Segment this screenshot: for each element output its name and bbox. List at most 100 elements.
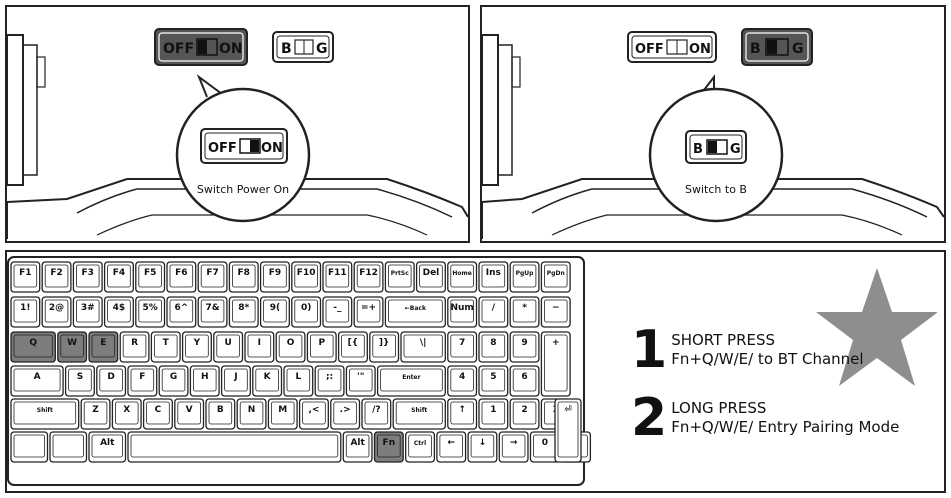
key-label: O [287, 338, 295, 348]
key-label: ↓ [479, 438, 487, 448]
key-row4-9-inset [317, 368, 342, 392]
key-row3-2 [88, 331, 119, 363]
key-label: + [552, 338, 560, 348]
key-row4-10 [345, 365, 376, 397]
key-row5-9-inset [333, 401, 357, 425]
key-row1-5 [166, 261, 197, 293]
key-row3-0-inset [13, 334, 53, 358]
key-row5-1-inset [83, 401, 108, 425]
key-row6-8-inset [470, 434, 495, 458]
key-row2-4-inset [138, 299, 162, 323]
key-row4-2 [96, 365, 127, 397]
key-label: -_ [333, 303, 342, 313]
key-row5-11 [392, 398, 446, 430]
key-row3-9 [306, 331, 337, 363]
key-row2-12-inset [387, 299, 443, 323]
key-label: F11 [328, 268, 347, 278]
key-row2-8 [259, 296, 290, 328]
key-row1-6 [197, 261, 228, 293]
key-label: P [318, 338, 325, 348]
key-row4-14-inset [512, 368, 537, 392]
key-row3-1 [57, 331, 88, 363]
key-row6-5-inset [377, 434, 401, 458]
key-label: F9 [269, 268, 281, 278]
key-row1-7 [228, 261, 259, 293]
key-label: Enter [402, 374, 420, 381]
key-row3-9-inset [309, 334, 334, 358]
key-row6-6 [405, 431, 436, 463]
key-row6-0 [10, 431, 49, 463]
key-label: M [278, 405, 287, 415]
key-row6-3-inset [130, 434, 339, 458]
key-label: R [131, 338, 138, 348]
svg-text:B: B [750, 41, 761, 57]
step-description: Fn+Q/W/E/ Entry Pairing Mode [671, 418, 900, 436]
svg-text:ON: ON [689, 42, 711, 57]
key-row4-10-inset [348, 368, 373, 392]
key-label: 4 [459, 372, 465, 382]
key-row1-12 [384, 261, 415, 293]
key-row2-12 [384, 296, 446, 328]
key-row5-14-inset [512, 401, 537, 425]
key-label: Shift [411, 407, 427, 414]
key-label: [{ [348, 338, 359, 348]
key-label: Alt [350, 438, 365, 448]
key-row1-17-inset [544, 264, 568, 288]
key-label: I [258, 338, 261, 348]
key-label: − [552, 303, 560, 313]
svg-text:B: B [693, 142, 703, 157]
key-row5-8 [298, 398, 329, 430]
key-row2-1-inset [44, 299, 69, 323]
key-label: PgUp [516, 270, 535, 277]
key-row4-5 [189, 365, 220, 397]
key-label: J [233, 372, 237, 382]
key-label: ← [447, 438, 455, 448]
key-label: K [264, 372, 272, 382]
key-label: 3# [81, 303, 95, 313]
key-row6-9-inset [501, 434, 526, 458]
key-row3-7-inset [247, 334, 272, 358]
key-row5-2 [111, 398, 142, 430]
key-label: 9( [270, 303, 280, 313]
key-row5-1 [80, 398, 111, 430]
power-on-label: ON [219, 41, 243, 57]
key-row4-6-inset [224, 368, 248, 392]
key-row5-0 [10, 398, 80, 430]
key-label: → [510, 438, 518, 448]
key-row3-6-inset [216, 334, 240, 358]
key-row1-10-inset [325, 264, 350, 288]
key-row1-17 [540, 261, 571, 293]
key-row3-11-inset [372, 334, 396, 358]
key-row2-9 [291, 296, 322, 328]
key-label: Ctrl [414, 440, 426, 447]
svg-text:G: G [792, 41, 804, 57]
key-label: F8 [238, 268, 250, 278]
power-switch-zoomed [200, 128, 288, 164]
key-row5-13-inset [481, 401, 506, 425]
key-label: \| [420, 338, 427, 348]
key-row2-3 [103, 296, 134, 328]
key-label: Del [423, 268, 440, 278]
key-label: C [155, 405, 162, 415]
key-row5-8-inset [302, 401, 326, 425]
key-label: T [163, 338, 170, 348]
key-row6-3 [127, 431, 342, 463]
key-row3-8-inset [278, 334, 303, 358]
key-numpad-enter [554, 398, 582, 463]
key-row5-4-inset [177, 401, 201, 425]
key-row5-0-inset [13, 401, 77, 425]
key-row1-1-inset [44, 264, 69, 288]
key-row1-12-inset [387, 264, 412, 288]
key-label: F6 [175, 268, 187, 278]
key-row5-2-inset [115, 401, 139, 425]
key-label: /? [372, 405, 381, 415]
key-label: F3 [82, 268, 94, 278]
key-row2-2 [72, 296, 103, 328]
key-label: F2 [50, 268, 62, 278]
key-label: F [139, 372, 145, 382]
key-row1-0 [10, 261, 41, 293]
key-row4-13-inset [481, 368, 506, 392]
key-row3-15-inset [512, 334, 537, 358]
key-row4-7 [252, 365, 283, 397]
key-row1-15-inset [481, 264, 506, 288]
